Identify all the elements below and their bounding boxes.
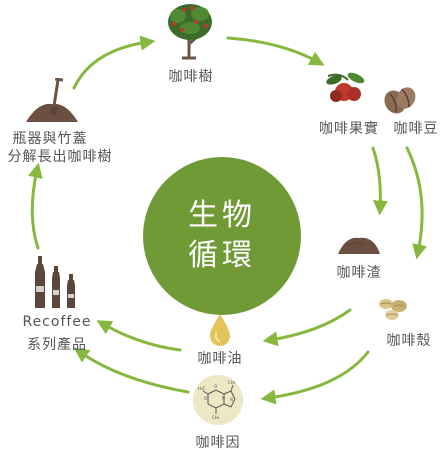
- label-caffeine: 咖啡因: [195, 435, 241, 450]
- center-circle: 生物 循環: [143, 157, 301, 315]
- arrow-oil-to-products: [96, 320, 182, 352]
- oil-drop-icon: [210, 314, 230, 346]
- coffee-bean-icon: [384, 87, 416, 114]
- arrow-products-to-bottles: [28, 162, 43, 250]
- coffee-husk-icon: [379, 299, 407, 320]
- label-coffee-husk: 咖啡殼: [386, 333, 432, 349]
- compost-soil-icon: [26, 78, 78, 122]
- svg-text:N: N: [222, 396, 225, 401]
- svg-text:N: N: [230, 397, 233, 402]
- svg-text:O: O: [214, 384, 217, 389]
- bottles-icon: [35, 256, 75, 308]
- coffee-grounds-icon: [338, 237, 380, 254]
- arrow-bean-to-husk: [405, 146, 427, 260]
- arrow-grounds-to-oil: [262, 308, 352, 347]
- arrow-bottles-to-tree: [72, 35, 156, 90]
- label-recoffee-line2: 系列產品: [27, 337, 87, 353]
- coffee-cherry-icon: [326, 72, 365, 102]
- arrow-tree-to-cherry: [226, 36, 325, 66]
- label-coffee-bean: 咖啡豆: [393, 121, 439, 137]
- caffeine-molecule-icon: H₃C CH₃ CH₃ O O N N: [193, 375, 243, 425]
- coffee-tree-icon: [168, 4, 212, 60]
- label-recoffee-line1: Recoffee: [22, 314, 92, 330]
- arrow-cherry-to-grounds: [371, 146, 388, 216]
- label-bottles-line2: 分解長出咖啡樹: [7, 149, 113, 165]
- svg-text:CH₃: CH₃: [228, 380, 236, 385]
- arrow-caffeine-to-products: [73, 347, 190, 394]
- label-coffee-cherry: 咖啡果實: [319, 121, 379, 137]
- svg-text:CH₃: CH₃: [212, 415, 220, 420]
- svg-text:H₃C: H₃C: [198, 386, 206, 391]
- center-title-line1: 生物: [188, 198, 256, 233]
- label-coffee-tree: 咖啡樹: [168, 69, 214, 85]
- svg-text:O: O: [204, 396, 207, 401]
- center-title-line2: 循環: [188, 238, 256, 273]
- arrow-husk-to-caffeine: [260, 350, 370, 405]
- label-coffee-grounds: 咖啡渣: [336, 265, 382, 281]
- label-coffee-oil: 咖啡油: [197, 351, 243, 367]
- label-bottles-line1: 瓶器與竹蓋: [12, 131, 88, 147]
